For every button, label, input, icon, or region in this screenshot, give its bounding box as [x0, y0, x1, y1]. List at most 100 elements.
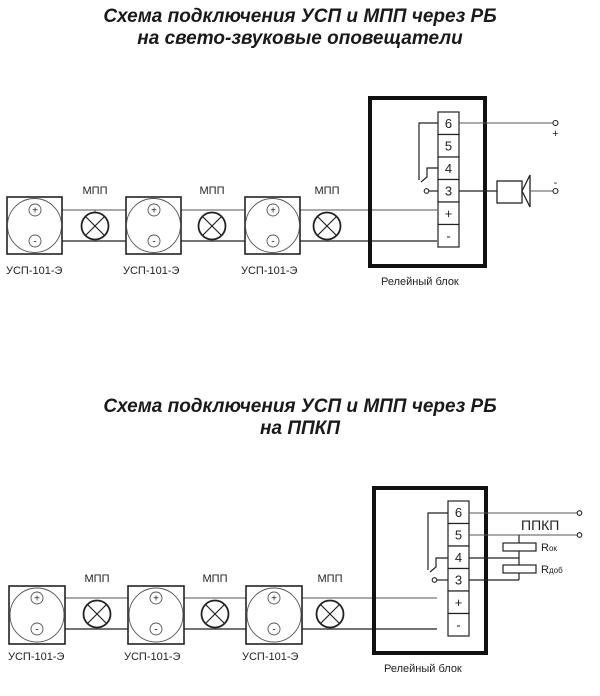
minus-terminal-icon	[267, 622, 281, 636]
minus-terminal-label: -	[152, 237, 155, 248]
minus-terminal-label: -	[35, 625, 38, 636]
diagram1-module-3: МПП	[312, 185, 342, 241]
plus-terminal-icon	[28, 203, 42, 217]
plus-terminal-label: +	[32, 206, 38, 217]
resistor-add-main: R	[541, 564, 549, 576]
plus-terminal-label: +	[151, 206, 157, 217]
speaker-cone	[521, 174, 531, 208]
speaker-body	[496, 180, 523, 204]
diagram1-title: Схема подключения УСП и МПП через РБ на …	[0, 6, 600, 50]
terminal-6-label: 6	[455, 505, 462, 520]
plus-output-terminal-icon	[552, 119, 559, 127]
output-minus-label: -	[554, 177, 558, 189]
minus-terminal-label: -	[154, 625, 157, 636]
detector-sensor-icon	[7, 198, 62, 253]
diagram1-module-2: МПП	[197, 185, 227, 241]
lamp-cross-line	[87, 604, 107, 624]
terminal-minus	[437, 223, 460, 248]
terminal-minus-label: -	[456, 618, 460, 633]
diagram2-output: ППКП Rок Rдоб	[469, 510, 583, 581]
detector-label: УСП-101-Э	[241, 265, 298, 277]
diagram1-title-line1: Схема подключения УСП и МПП через РБ	[103, 6, 497, 27]
terminal-3-label: 3	[445, 184, 452, 199]
minus-terminal-icon	[30, 622, 44, 636]
relay-block-label: Релейный блок	[381, 276, 459, 288]
detector-sensor-icon	[245, 198, 300, 253]
relay-block-label: Релейный блок	[384, 663, 462, 675]
resistor-ok-icon	[502, 542, 537, 552]
module-label: МПП	[200, 185, 225, 197]
diagram2-detector-1: + - УСП-101-Э	[8, 585, 66, 663]
diagram2-title-line1: Схема подключения УСП и МПП через РБ	[103, 396, 497, 417]
relay-contact-switch	[420, 167, 438, 183]
diagram1-title-line2: на свето-звуковые оповещатели	[137, 28, 463, 49]
terminal-plus-label: +	[445, 206, 453, 221]
lamp-cross-line	[320, 604, 340, 624]
diagram1-detector-1: + - УСП-101-Э	[6, 196, 63, 277]
resistor-add-sub: доб	[549, 566, 563, 575]
diagram1-detector-2: + - УСП-101-Э	[123, 196, 182, 277]
panel-terminal-2-icon	[576, 532, 583, 538]
relay-block-housing	[372, 486, 488, 655]
module-label: МПП	[85, 573, 110, 585]
detector-label: УСП-101-Э	[8, 651, 65, 663]
minus-output-terminal-icon	[552, 187, 559, 195]
terminal-3-label: 3	[455, 573, 462, 588]
resistor-ok-sub: ок	[549, 544, 557, 553]
diagram1-module-1: МПП	[80, 185, 110, 241]
resistor-add-label: Rдоб	[541, 564, 563, 576]
plus-terminal-icon	[30, 591, 44, 605]
lamp-cross-line	[205, 604, 225, 624]
resistor-ok-main: R	[541, 542, 549, 554]
terminal-5-label: 5	[455, 528, 462, 543]
detector-label: УСП-101-Э	[242, 651, 299, 663]
contact-point-icon	[431, 577, 438, 583]
siren-speaker-icon	[496, 174, 531, 208]
plus-terminal-icon	[266, 203, 280, 217]
detector-label: УСП-101-Э	[123, 265, 180, 277]
diagram2-module-1: МПП	[82, 573, 112, 629]
module-label: МПП	[315, 185, 340, 197]
diagram1-output: + -	[459, 119, 559, 208]
terminal-4-label: 4	[445, 161, 452, 176]
detector-sensor-icon	[9, 587, 65, 643]
plus-terminal-icon	[267, 591, 281, 605]
plus-terminal-icon	[147, 203, 161, 217]
diagram1-relay-block: 6 5 4 3 + - Релейный блок	[368, 96, 487, 288]
lamp-cross-line	[317, 216, 337, 236]
minus-terminal-icon	[149, 622, 163, 636]
plus-terminal-label: +	[153, 594, 159, 605]
terminal-4-label: 4	[455, 550, 462, 565]
minus-terminal-icon	[266, 234, 280, 248]
diagram2-module-3: МПП	[315, 573, 345, 629]
diagram2-title: Схема подключения УСП и МПП через РБ на …	[0, 396, 600, 440]
panel-terminal-1-icon	[576, 510, 583, 516]
relay-block-housing	[368, 96, 487, 268]
relay-contact-common	[418, 122, 438, 180]
lamp-cross-line	[85, 216, 105, 236]
resistor-add-icon	[502, 564, 537, 574]
detector-sensor-icon	[246, 587, 302, 643]
resistor-ok-label: Rок	[541, 542, 557, 554]
detector-label: УСП-101-Э	[6, 265, 63, 277]
diagram1: + - УСП-101-Э МПП + - УСП-101-Э	[6, 96, 559, 288]
terminal-6-label: 6	[445, 116, 452, 131]
contact-point-icon	[423, 188, 430, 194]
module-label: МПП	[203, 573, 228, 585]
module-label: МПП	[318, 573, 343, 585]
plus-terminal-label: +	[34, 594, 40, 605]
minus-terminal-icon	[28, 234, 42, 248]
diagram2-module-2: МПП	[200, 573, 230, 629]
minus-terminal-label: -	[33, 237, 36, 248]
lamp-cross-line	[202, 216, 222, 236]
terminal-plus-label: +	[455, 595, 463, 610]
plus-terminal-icon	[149, 591, 163, 605]
diagram2-detector-2: + - УСП-101-Э	[124, 585, 185, 663]
terminal-minus	[447, 612, 470, 637]
minus-terminal-label: -	[271, 237, 274, 248]
module-label: МПП	[83, 185, 108, 197]
panel-label: ППКП	[521, 517, 559, 533]
diagram1-detector-3: + - УСП-101-Э	[241, 196, 301, 277]
minus-terminal-label: -	[272, 625, 275, 636]
